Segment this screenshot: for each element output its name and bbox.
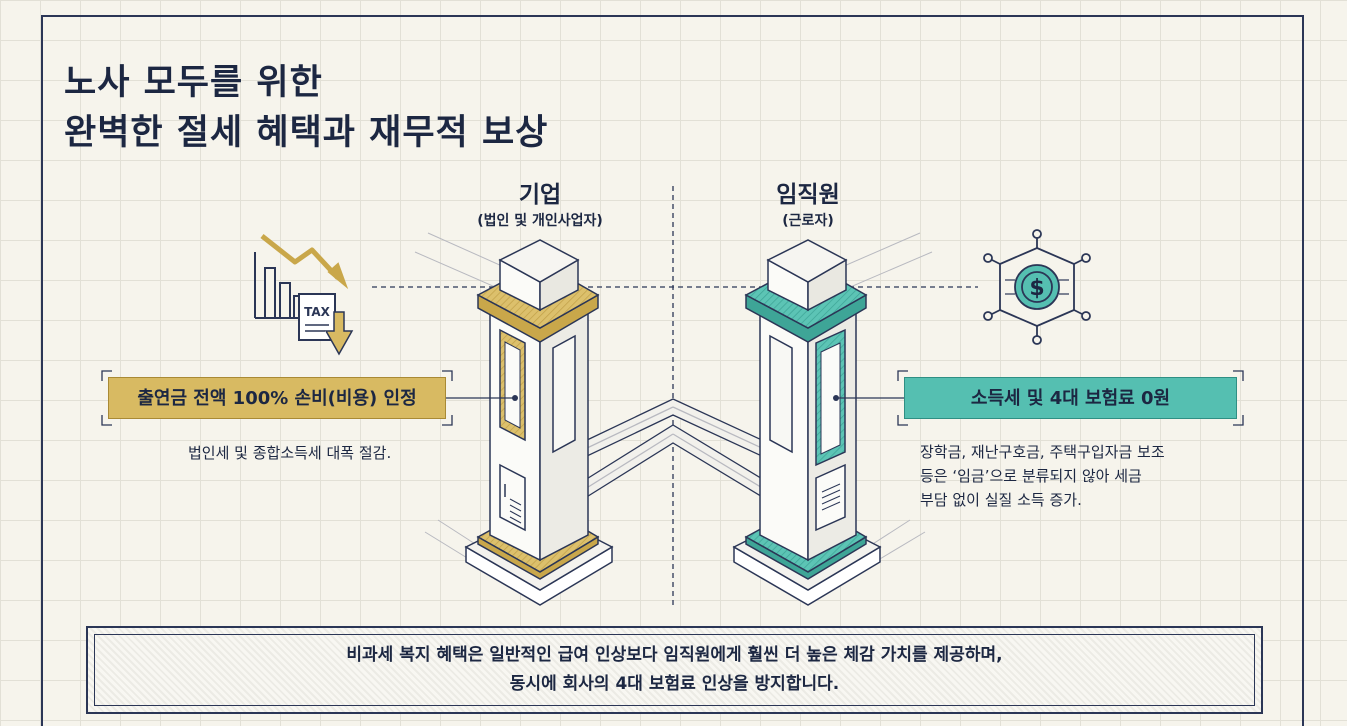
summary-line-1: 비과세 복지 혜택은 일반적인 급여 인상보다 임직원에게 훨씬 더 높은 체감…	[346, 645, 1003, 665]
tax-label: TAX	[304, 305, 331, 319]
employee-heading: 임직원 (근로자)	[740, 181, 876, 231]
employee-description-line-1: 장학금, 재난구호금, 주택구입자금 보조	[920, 443, 1165, 461]
company-leader-dot	[512, 395, 518, 401]
summary-box: 비과세 복지 혜택은 일반적인 급여 인상보다 임직원에게 훨씬 더 높은 체감…	[86, 626, 1263, 714]
title-line-2: 완벽한 절세 혜택과 재무적 보상	[64, 113, 549, 153]
summary-inner: 비과세 복지 혜택은 일반적인 급여 인상보다 임직원에게 훨씬 더 높은 체감…	[94, 634, 1255, 706]
tax-chart-icon: TAX	[254, 234, 354, 356]
badge-brackets	[101, 370, 1244, 426]
company-heading: 기업 (법인 및 개인사업자)	[452, 181, 628, 231]
dollar-sign: $	[1029, 276, 1044, 301]
employee-description-line-2: 등은 ‘임금’으로 분류되지 않아 세금	[920, 467, 1142, 485]
company-title: 기업	[518, 182, 562, 208]
page-title: 노사 모두를 위한 완벽한 절세 혜택과 재무적 보상	[64, 58, 548, 158]
title-line-1: 노사 모두를 위한	[64, 63, 323, 103]
blueprint-frame	[41, 15, 1304, 726]
employee-description: 장학금, 재난구호금, 주택구입자금 보조 등은 ‘임금’으로 분류되지 않아 …	[920, 440, 1230, 512]
employee-pillar	[732, 239, 882, 606]
company-subtitle: (법인 및 개인사업자)	[477, 213, 603, 229]
company-description: 법인세 및 종합소득세 대폭 절감.	[188, 444, 392, 462]
employee-leader-dot	[833, 395, 839, 401]
company-benefit-badge: 출연금 전액 100% 손비(비용) 인정	[108, 377, 446, 419]
employee-subtitle: (근로자)	[782, 213, 834, 229]
dollar-network-icon: $	[983, 229, 1091, 345]
summary-line-2: 동시에 회사의 4대 보험료 인상을 방지합니다.	[509, 674, 840, 694]
employee-title: 임직원	[776, 182, 840, 208]
cross-beams	[584, 398, 765, 500]
company-pillar	[464, 239, 614, 606]
employee-benefit-badge: 소득세 및 4대 보험료 0원	[904, 377, 1237, 419]
employee-description-line-3: 부담 없이 실질 소득 증가.	[920, 491, 1082, 509]
